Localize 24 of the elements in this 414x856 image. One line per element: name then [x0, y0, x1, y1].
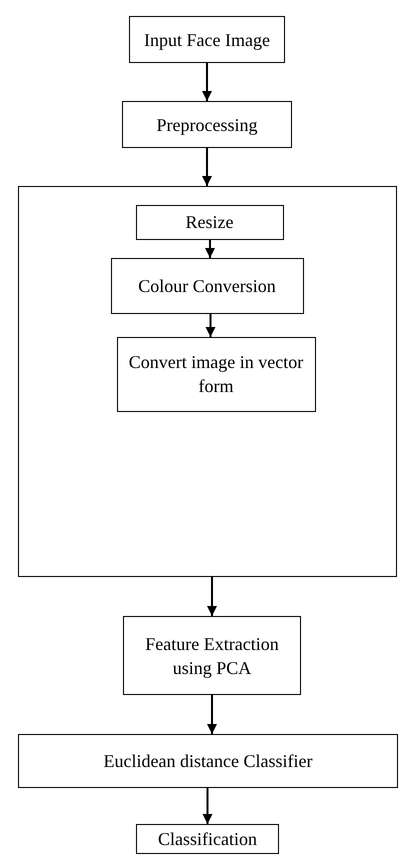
arrow [202, 148, 212, 186]
process-box [123, 616, 301, 695]
arrow [207, 695, 217, 734]
box-label: Resize [186, 211, 234, 234]
arrow [207, 577, 217, 616]
box-label: Classification [158, 828, 257, 851]
box-label: Feature Extraction using PCA [144, 632, 280, 680]
process-box [122, 101, 292, 148]
arrow [205, 240, 215, 258]
box-label: Convert image in vector form [128, 351, 304, 398]
arrow [202, 63, 212, 101]
process-box [18, 734, 398, 788]
box-label: Euclidean distance Classifier [104, 750, 312, 773]
process-box [136, 824, 279, 854]
arrow [206, 314, 216, 337]
box-label: Colour Conversion [138, 274, 276, 298]
process-box [110, 258, 304, 314]
process-box [116, 336, 316, 412]
box-label: Preprocessing [156, 114, 258, 136]
process-box [136, 204, 284, 240]
process-box [129, 16, 285, 63]
group-box [18, 186, 397, 577]
arrow [202, 788, 212, 824]
box-label: Input Face Image [144, 28, 270, 52]
